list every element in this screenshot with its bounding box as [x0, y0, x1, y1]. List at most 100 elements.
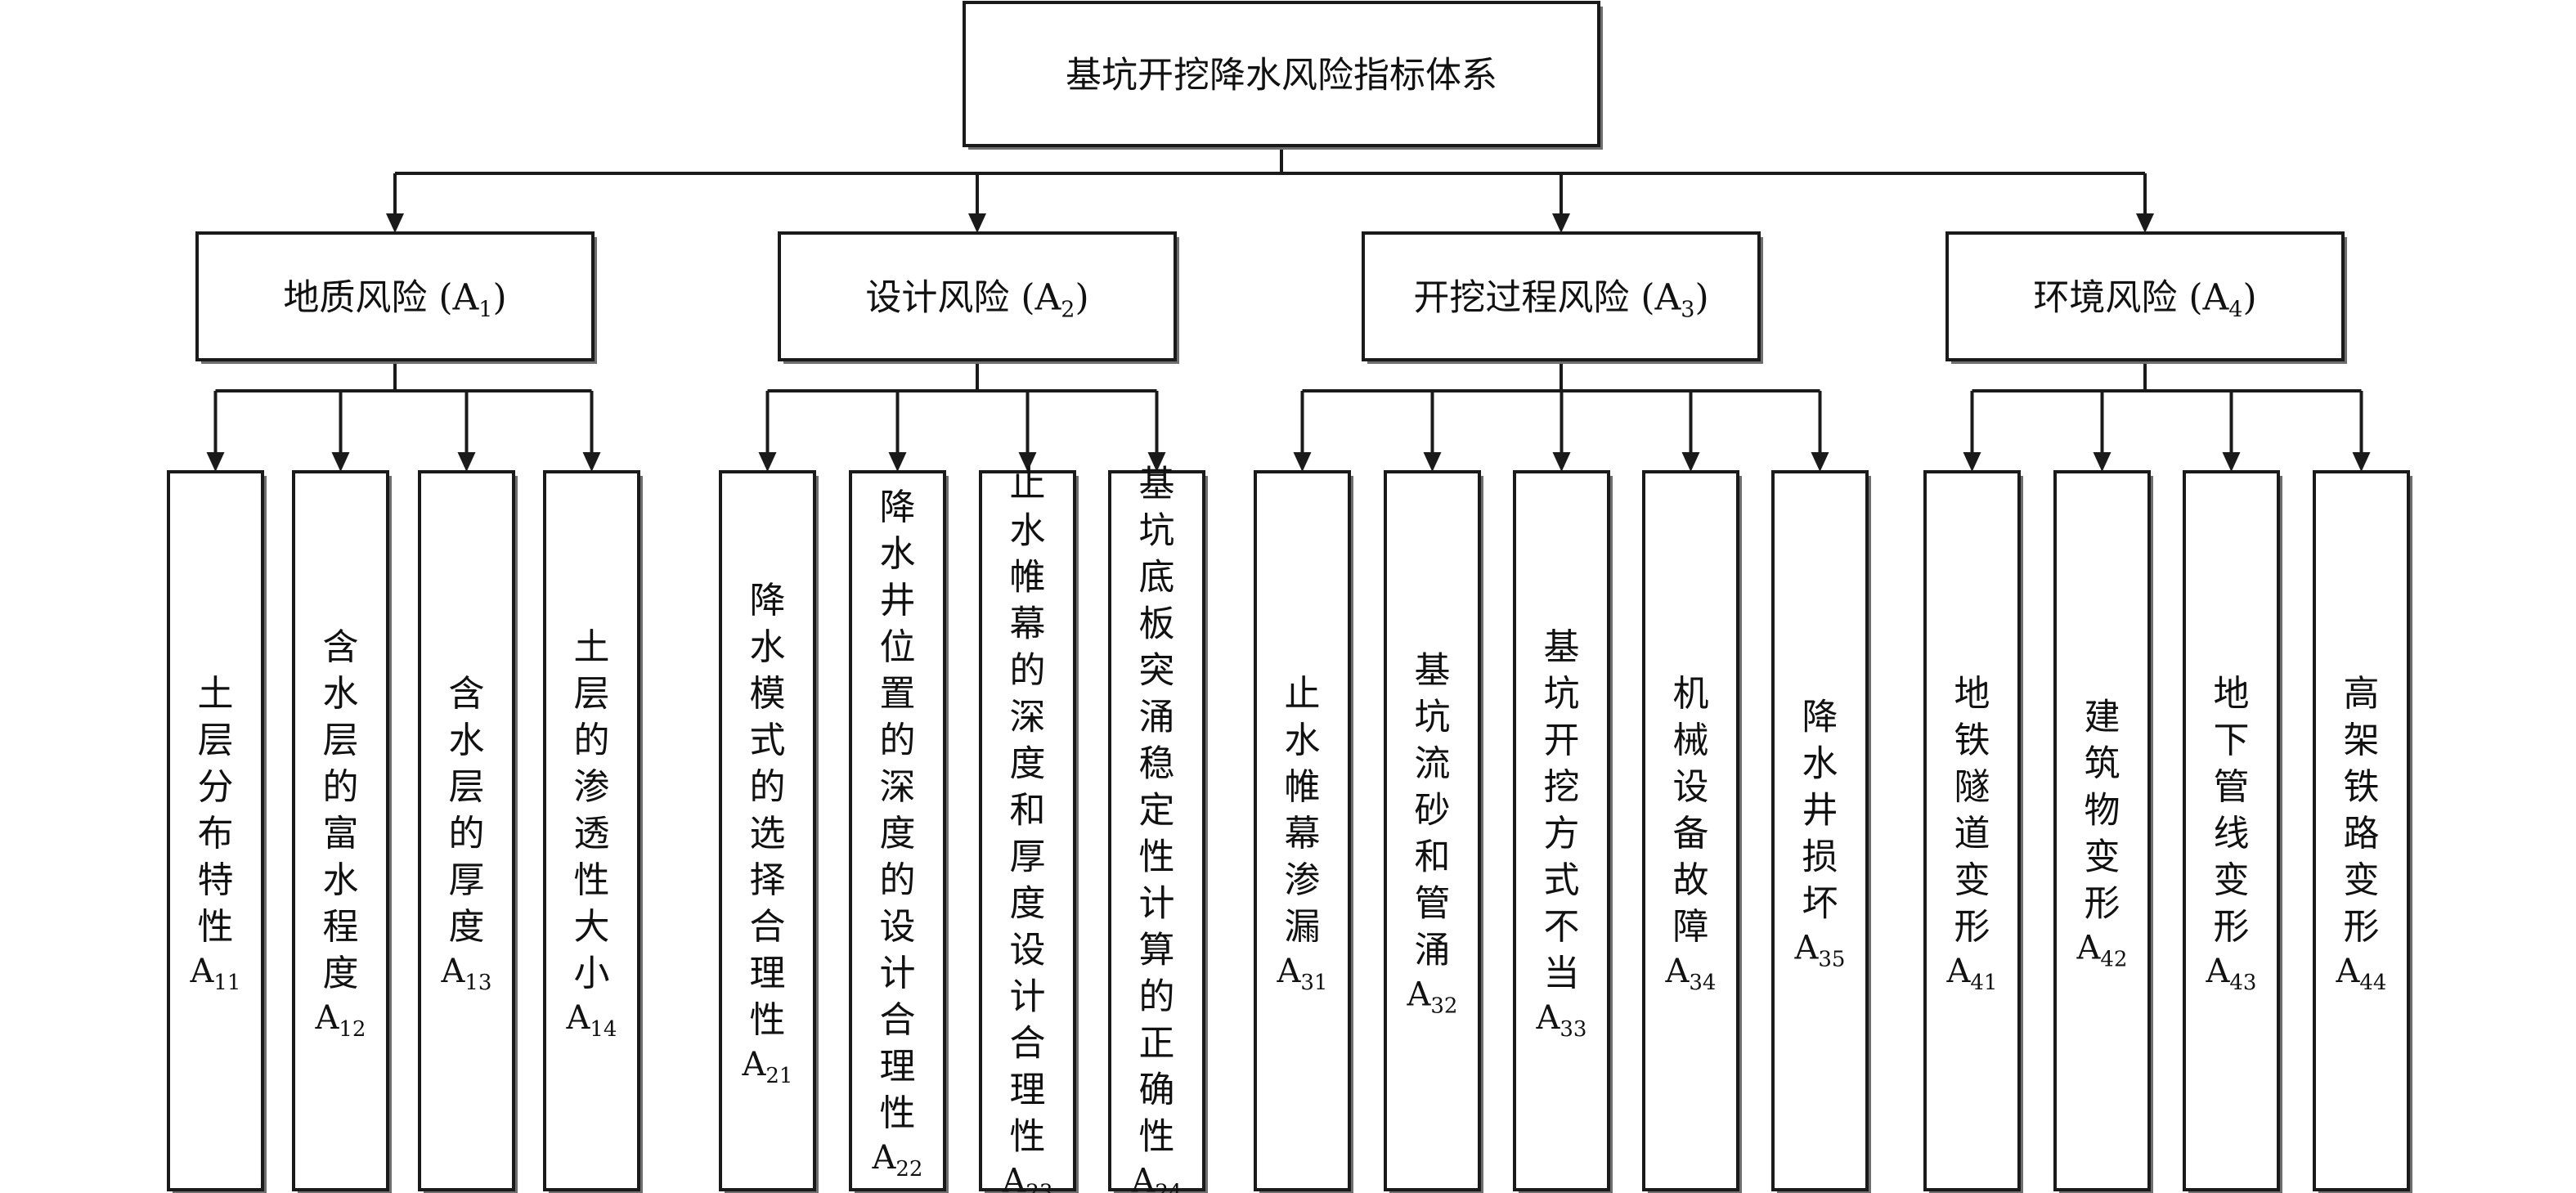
- leaf-code-letter: A: [2076, 930, 2102, 967]
- leaf-label-char: 和: [1415, 836, 1451, 878]
- leaf-label-char: 管: [1415, 883, 1451, 925]
- leaf-label-char: 基: [1544, 626, 1580, 668]
- leaf-box-A44: 高架铁路变形 A44: [2313, 470, 2412, 1193]
- leaf-box-A22-frame: [849, 470, 946, 1191]
- leaf-code: A14: [566, 999, 617, 1042]
- leaf-label-char: 含: [449, 673, 485, 715]
- leaf-label: 含水层的厚度: [449, 673, 485, 948]
- leaf-label-char: 流: [1415, 743, 1451, 785]
- leaf-label: 高架铁路变形: [2344, 673, 2380, 948]
- category-box-3-frame: [1362, 231, 1761, 361]
- leaf-label-char: 故: [1673, 859, 1709, 901]
- leaf-label-char: 模: [750, 673, 786, 715]
- leaf-label: 降水模式的选择合理性: [750, 580, 786, 1041]
- leaf-label: 地下管线变形: [2214, 673, 2250, 948]
- leaf-label-char: 铁: [1954, 720, 1990, 761]
- leaf-label-char: 算: [1139, 930, 1175, 971]
- leaf-arrow: [1018, 452, 1037, 472]
- leaf-label-char: 性: [1010, 1116, 1046, 1158]
- leaf-label-char: 厚: [449, 859, 485, 901]
- leaf-label: 土层的渗透性大小: [574, 626, 610, 994]
- category-code-subscript: 2: [1061, 298, 1075, 323]
- leaf-label-char: 小: [574, 953, 610, 994]
- leaf-label-char: 降: [1802, 697, 1838, 738]
- leaf-arrow: [206, 452, 225, 472]
- leaf-code-letter: A: [315, 999, 340, 1037]
- leaf-label-char: 水: [1285, 720, 1321, 761]
- leaf-code-subscript: 24: [1155, 1181, 1182, 1193]
- leaf-box-A21-frame: [719, 470, 816, 1191]
- category-code-open: (A: [1640, 277, 1681, 319]
- leaf-label-char: 富: [323, 813, 359, 854]
- leaf-label-char: 特: [198, 859, 234, 901]
- leaf-box-A33-frame: [1513, 470, 1610, 1191]
- leaf-label-char: 度: [323, 953, 359, 994]
- leaf-code-letter: A: [1277, 953, 1302, 990]
- leaf-label-char: 板: [1139, 603, 1175, 645]
- leaf-label-char: 深: [880, 766, 916, 808]
- leaf-label-char: 层: [323, 720, 359, 761]
- leaf-label-char: 土: [198, 673, 234, 715]
- leaf-label-char: 井: [1802, 790, 1838, 832]
- category-label: 环境风险(A4): [2033, 277, 2256, 323]
- leaf-code-subscript: 23: [1025, 1181, 1052, 1193]
- leaf-arrow: [1147, 452, 1166, 472]
- leaf-code: A44: [2336, 953, 2387, 995]
- leaf-label-char: 厚: [1010, 836, 1046, 878]
- leaf-code: A22: [872, 1139, 923, 1182]
- leaf-box-A41-frame: [1923, 470, 2021, 1191]
- leaf-code-subscript: 12: [339, 1017, 366, 1042]
- category-code-open: (A: [2188, 277, 2229, 319]
- leaf-label-char: 道: [1954, 813, 1990, 854]
- category-arrow: [1552, 213, 1570, 233]
- leaf-code-letter: A: [1407, 976, 1432, 1014]
- leaf-code: A33: [1536, 999, 1587, 1042]
- leaf-label-char: 变: [2214, 859, 2250, 901]
- leaf-label-char: 设: [880, 906, 916, 948]
- leaf-label-char: 计: [880, 953, 916, 994]
- leaf-code-letter: A: [1794, 930, 1820, 967]
- category-box-2-frame: [778, 231, 1177, 361]
- leaf-code-letter: A: [441, 953, 466, 990]
- leaf-code-subscript: 22: [895, 1157, 922, 1182]
- leaf-arrow: [2352, 452, 2371, 472]
- leaf-label-char: 性: [1139, 1116, 1175, 1158]
- leaf-code: A35: [1794, 930, 1846, 972]
- leaf-box-A42-frame: [2053, 470, 2151, 1191]
- leaf-arrow: [1963, 452, 1981, 472]
- leaf-label-char: 层: [198, 720, 234, 761]
- leaf-label-char: 地: [2214, 673, 2250, 715]
- category-code-close: ): [1075, 277, 1088, 319]
- leaf-code-subscript: 21: [765, 1064, 792, 1088]
- category-code-open: (A: [438, 277, 479, 319]
- leaf-code-subscript: 43: [2229, 971, 2256, 995]
- leaf-label-char: 止: [1010, 464, 1046, 505]
- leaf-label: 土层分布特性: [198, 673, 234, 948]
- leaf-label-char: 的: [323, 766, 359, 808]
- root-box-frame: [963, 1, 1600, 147]
- leaf-label-char: 理: [750, 953, 786, 994]
- leaf-code: A31: [1277, 953, 1328, 995]
- category-box-2: 设计风险(A2): [778, 231, 1179, 364]
- leaf-label-char: 筑: [2085, 743, 2120, 785]
- leaf-label-char: 形: [1954, 906, 1990, 948]
- leaf-label: 止水帷幕渗漏: [1285, 673, 1321, 948]
- leaf-arrow: [1552, 452, 1571, 472]
- leaf-label-char: 计: [1010, 976, 1046, 1018]
- leaf-box-A11-frame: [167, 470, 264, 1191]
- leaf-label-char: 基: [1415, 650, 1451, 692]
- category-code-close: ): [1694, 277, 1708, 319]
- leaf-label-char: 深: [1010, 697, 1046, 738]
- leaf-code-subscript: 42: [2100, 948, 2127, 972]
- leaf-code-subscript: 34: [1689, 971, 1716, 995]
- leaf-code-subscript: 35: [1818, 948, 1845, 972]
- leaf-label-char: 水: [323, 673, 359, 715]
- leaf-box-A14-frame: [543, 470, 640, 1191]
- leaf-code: A13: [441, 953, 492, 995]
- leaf-label-char: 损: [1802, 836, 1838, 878]
- leaf-label-char: 分: [198, 766, 234, 808]
- leaf-label-char: 地: [1954, 673, 1990, 715]
